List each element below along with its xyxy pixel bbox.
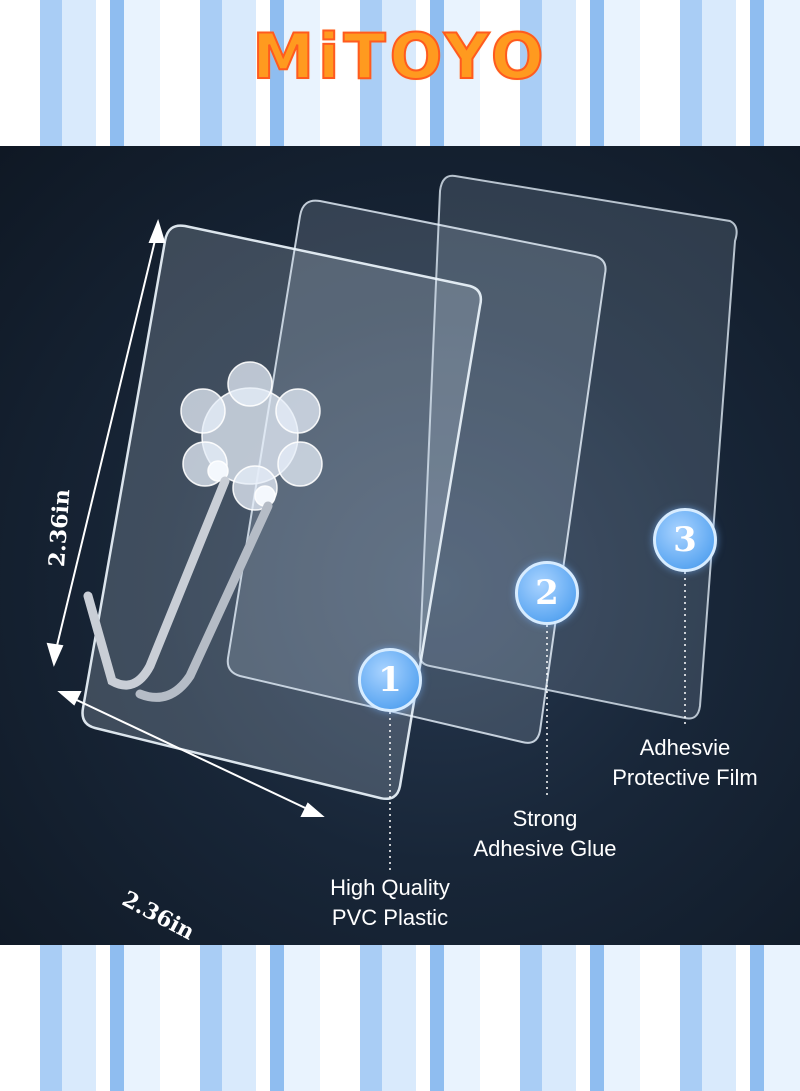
adhesive-glue-sheet: [226, 199, 607, 744]
flower-base-icon: [180, 361, 323, 511]
layer-2-label-line2: Adhesive Glue: [473, 836, 617, 861]
layer-3-label-line2: Protective Film: [612, 765, 758, 790]
layer-2-label-line1: Strong: [512, 806, 578, 831]
brand-logo: MiTOYO: [251, 20, 548, 93]
layer-2-label: Strong Adhesive Glue: [455, 804, 635, 864]
height-dimension-label: 2.36in: [44, 488, 76, 568]
metal-hook-icon: [83, 476, 230, 690]
product-diagram-panel: 2.36in 2.36in 1 2 3 High Quality PVC Pla…: [0, 146, 800, 946]
layer-3-label-line1: Adhesvie: [639, 735, 731, 760]
layer-2-badge: 2: [515, 561, 579, 625]
width-dimension-arrow: [57, 691, 325, 817]
height-dimension-arrow: [46, 218, 166, 667]
layer-1-label-line2: PVC Plastic: [331, 905, 449, 930]
layer-3-badge: 3: [653, 508, 717, 572]
bottom-stripe-banner: [0, 945, 800, 1091]
layer-1-badge: 1: [358, 648, 422, 712]
layer-1-label-line1: High Quality: [330, 875, 450, 900]
top-stripe-banner: [0, 0, 800, 146]
layer-3-label: Adhesvie Protective Film: [590, 733, 780, 793]
layer-1-label: High Quality PVC Plastic: [308, 873, 472, 933]
